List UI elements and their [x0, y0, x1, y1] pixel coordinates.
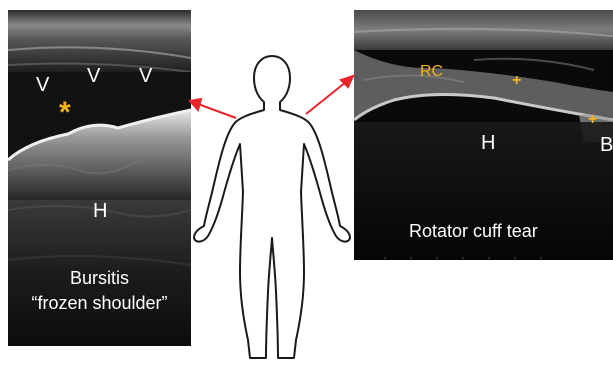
human-body-outline-icon: [194, 56, 350, 358]
arrow-icon-left: [190, 99, 236, 118]
arrow-icon-right: [306, 76, 353, 114]
